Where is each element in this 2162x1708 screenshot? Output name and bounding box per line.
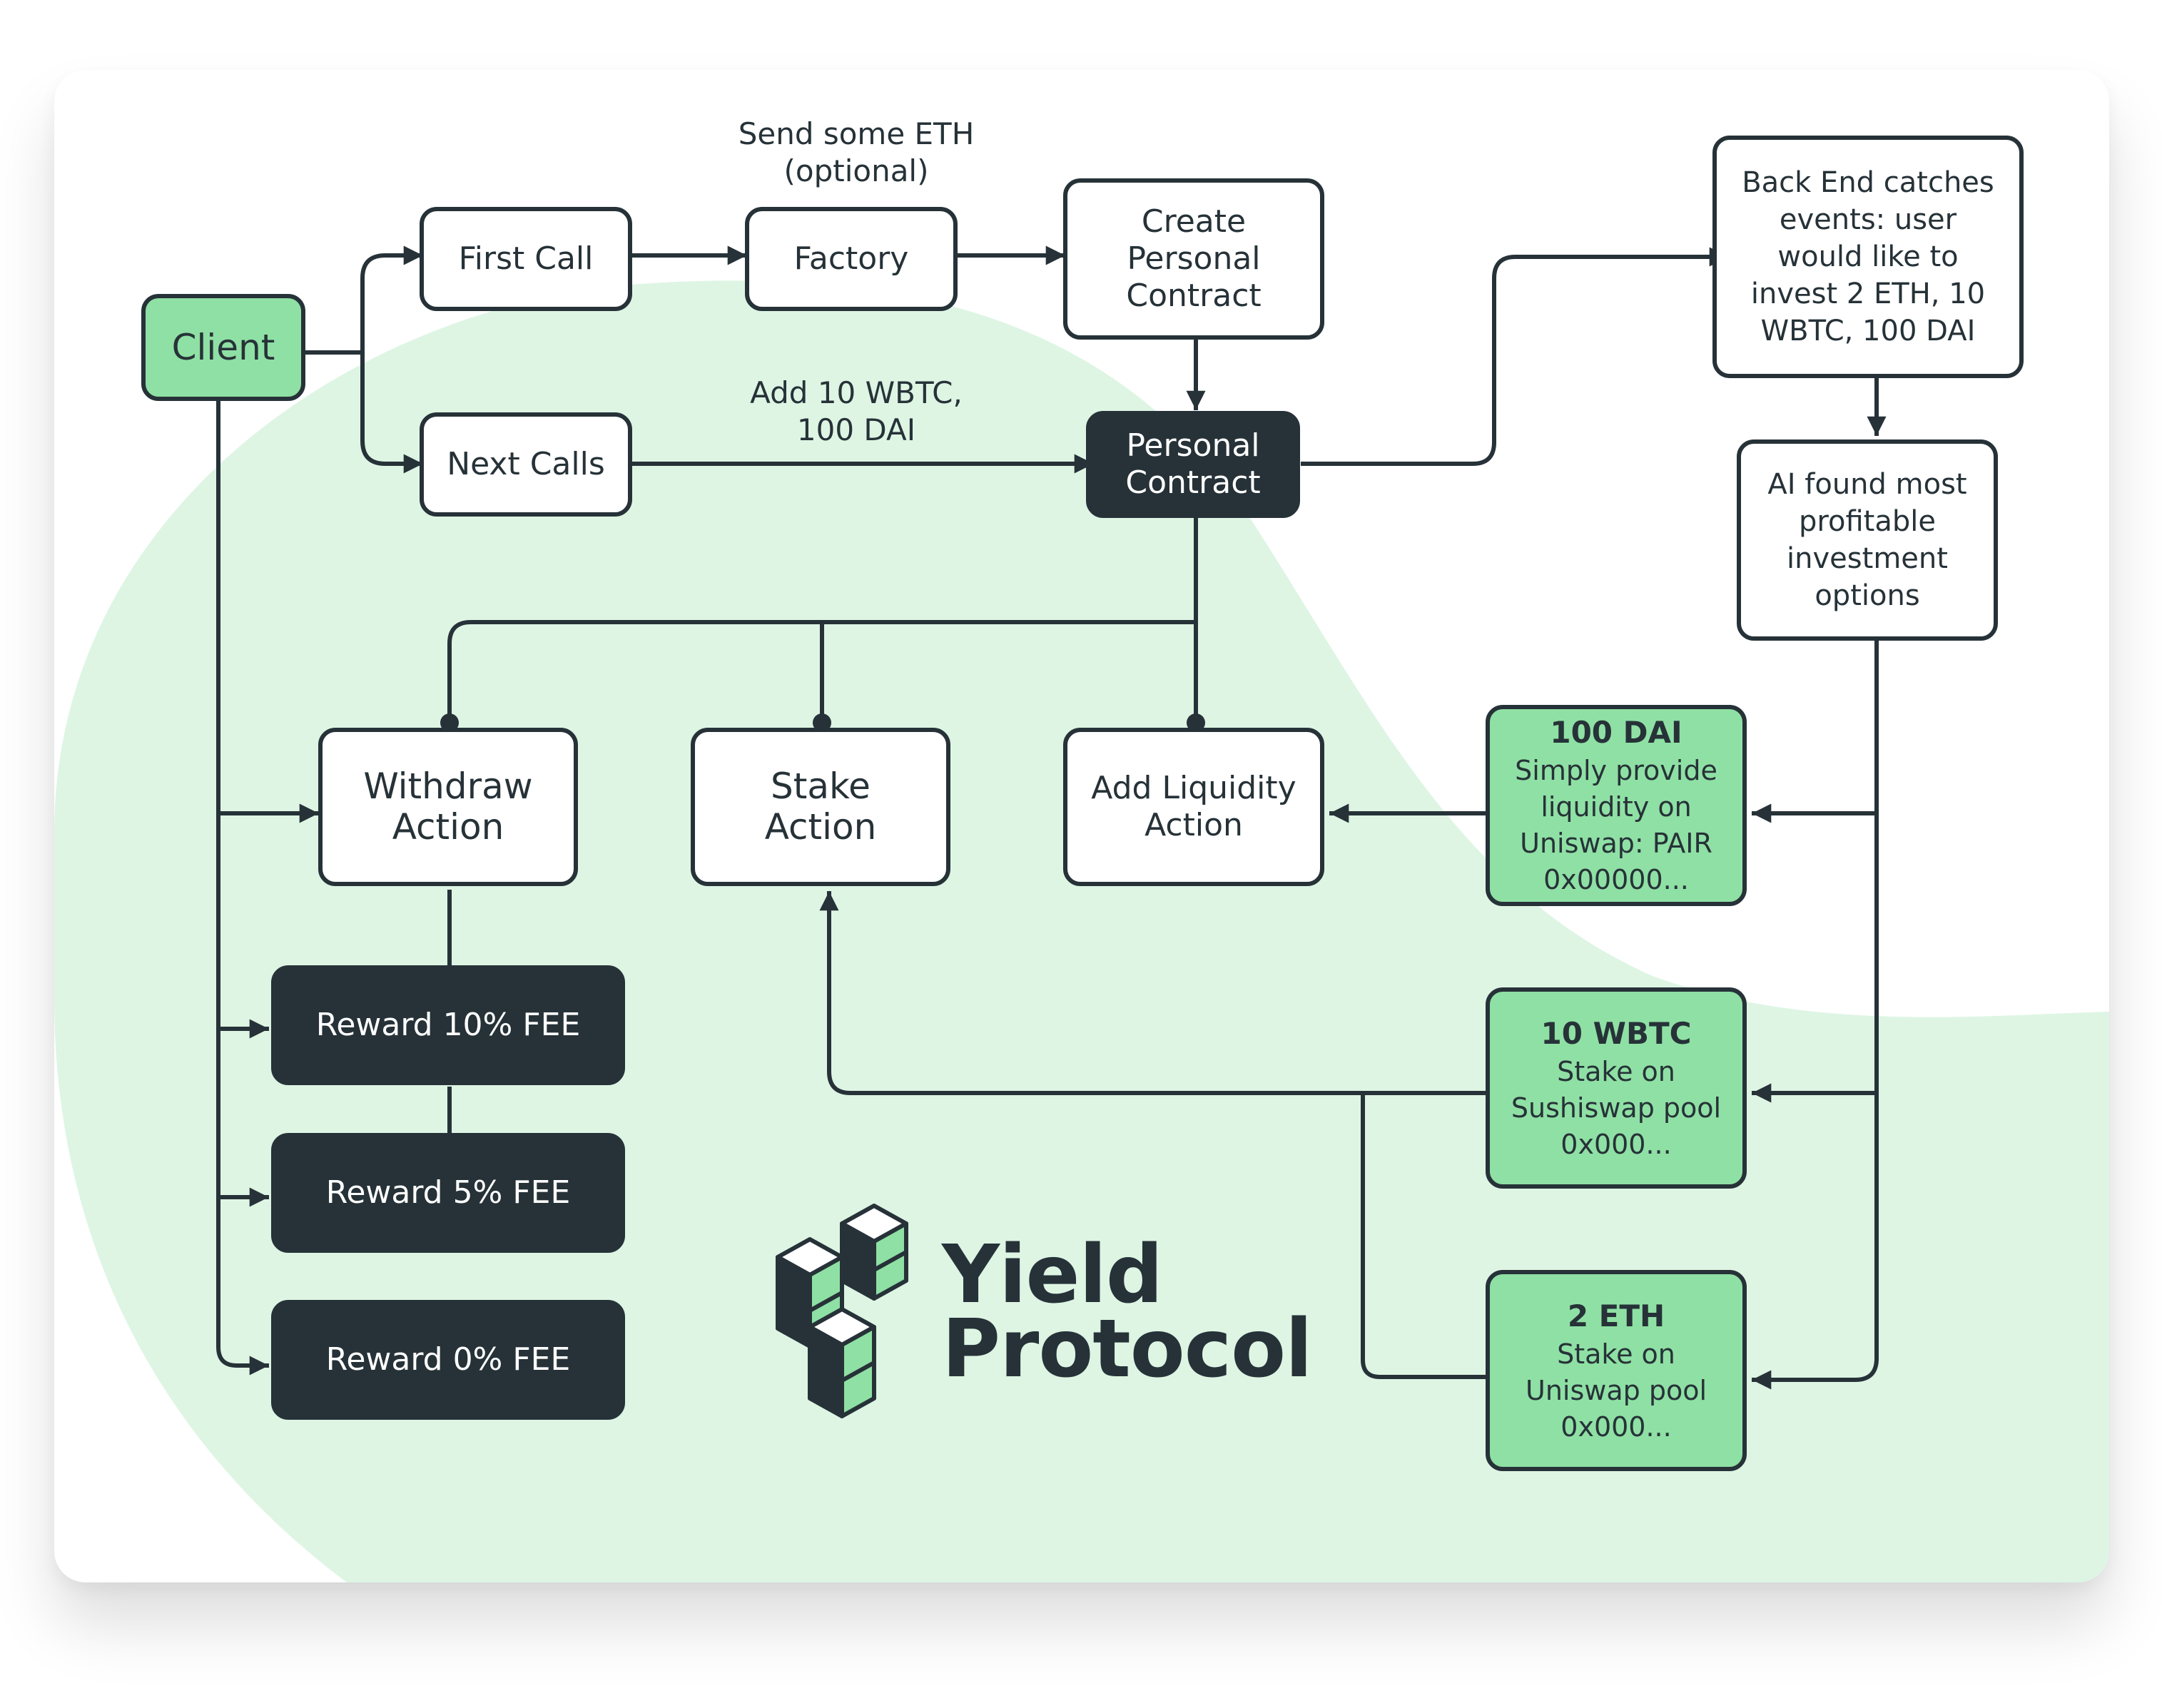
dai-option-node[interactable]: 100 DAI Simply provide liquidity on Unis… xyxy=(1486,705,1747,906)
reward-5-node[interactable]: Reward 5% FEE xyxy=(271,1133,625,1253)
create-personal-contract-node[interactable]: Create Personal Contract xyxy=(1063,178,1324,340)
next-calls-node[interactable]: Next Calls xyxy=(420,412,632,517)
reward-0-node[interactable]: Reward 0% FEE xyxy=(271,1300,625,1420)
stake-action-node[interactable]: Stake Action xyxy=(691,728,950,886)
add-liquidity-action-node[interactable]: Add Liquidity Action xyxy=(1063,728,1324,886)
back-end-node[interactable]: Back End catches events: user would like… xyxy=(1712,136,2024,378)
background-blob xyxy=(54,280,2109,1582)
first-call-node[interactable]: First Call xyxy=(420,207,632,311)
logo-wordmark: Yield Protocol xyxy=(942,1229,1312,1396)
reward-10-node[interactable]: Reward 10% FEE xyxy=(271,965,625,1085)
eth-option-node[interactable]: 2 ETH Stake on Uniswap pool 0x000... xyxy=(1486,1270,1747,1471)
edge-label-add-tokens: Add 10 WBTC, 100 DAI xyxy=(750,375,963,447)
ai-found-node[interactable]: AI found most profitable investment opti… xyxy=(1737,439,1998,641)
factory-node[interactable]: Factory xyxy=(745,207,958,311)
personal-contract-node[interactable]: Personal Contract xyxy=(1086,411,1300,518)
wbtc-option-node[interactable]: 10 WBTC Stake on Sushiswap pool 0x000... xyxy=(1486,987,1747,1189)
client-node[interactable]: Client xyxy=(141,294,305,401)
stacked-cubes-icon xyxy=(776,1204,908,1418)
withdraw-action-node[interactable]: Withdraw Action xyxy=(318,728,578,886)
edge-label-send-eth: Send some ETH (optional) xyxy=(738,116,975,188)
